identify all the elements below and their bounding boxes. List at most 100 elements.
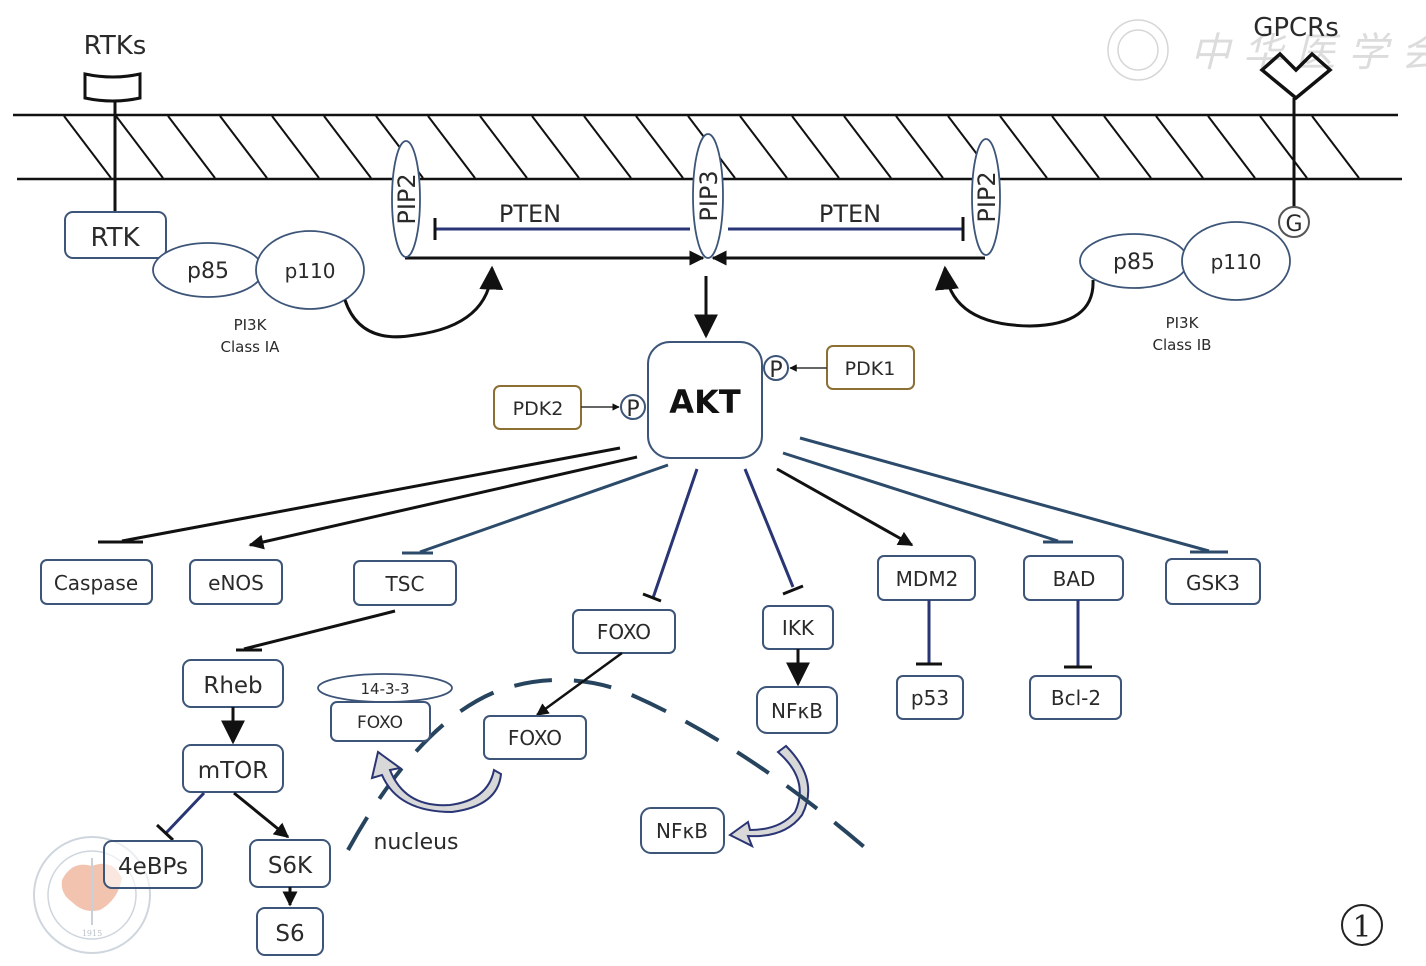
p110-ia [255, 230, 365, 310]
nucleus-boundary [346, 678, 872, 854]
membrane-hatch-line [791, 115, 840, 179]
gpcrs-label: GPCRs [1253, 13, 1339, 43]
membrane-hatch-line [1051, 115, 1100, 179]
phospho-site-pdk1: P [763, 355, 789, 383]
node-caspase: Caspase [40, 559, 153, 605]
node-4ebps: 4eBPs [103, 840, 203, 889]
pi3k-class-ia: RTK p85 p110 PI3K Class IA [64, 211, 504, 356]
edge-tsc-rheb [243, 609, 396, 651]
membrane-hatch-line [167, 115, 216, 179]
pi3k-ib-caption-2: Class IB [1153, 336, 1212, 354]
node-p53: p53 [896, 675, 964, 720]
node-rheb: Rheb [182, 659, 284, 708]
membrane-hatch-line [219, 115, 268, 179]
node-mdm2: MDM2 [877, 555, 976, 601]
node-tsc: TSC [353, 560, 457, 606]
edge-akt-tsc [419, 463, 669, 554]
node-ikk: IKK [762, 605, 834, 650]
membrane-hatch-line [583, 115, 632, 179]
g-protein-label: G [1285, 212, 1302, 237]
gpcr-receptor: GPCRs G [1253, 13, 1339, 238]
membrane-hatch-line [1155, 115, 1204, 179]
pdk2-label: PDK2 [513, 398, 564, 420]
seal-year: 1915 [82, 929, 102, 938]
g-protein [1278, 206, 1310, 238]
phospho-label-2: P [626, 397, 639, 422]
edge-akt-foxo [651, 468, 699, 599]
pip2-right: PIP2 [971, 138, 1001, 256]
membrane-hatch-line [1259, 115, 1308, 179]
pi3k-ia-activation-arrow [343, 265, 504, 339]
membrane-hatching [63, 115, 1360, 179]
node-bad: BAD [1023, 555, 1124, 601]
watermark-text: 中 华 医 学 会 [1190, 30, 1426, 76]
enos-label: eNOS [208, 571, 264, 595]
membrane-hatch-line [63, 115, 112, 179]
nfkb-translocation-arrow [728, 744, 810, 849]
nfkb-nuc-label: NFκB [656, 819, 708, 843]
membrane-hatch-line [427, 115, 476, 179]
ikk-label: IKK [782, 616, 815, 640]
rtk-label: RTK [90, 223, 140, 253]
node-nfkb-nucleus: NFκB [640, 807, 725, 854]
pi3k-ib-caption-1: PI3K [1166, 314, 1200, 332]
pi3k-ia-caption-1: PI3K [234, 316, 268, 334]
p53-label: p53 [911, 686, 949, 710]
node-foxo: FOXO [572, 609, 676, 654]
s6k-label: S6K [268, 853, 313, 879]
membrane-hatch-line [739, 115, 788, 179]
p85-ib-label: p85 [1113, 250, 1155, 275]
phospho-label-1: P [769, 358, 782, 383]
edge-akt-bad [782, 451, 1059, 543]
node-foxo-bound: FOXO [330, 701, 431, 742]
pip3: PIP3 [692, 133, 724, 259]
membrane-hatch-line [531, 115, 580, 179]
nucleus-label: nucleus [373, 830, 458, 855]
pdk2-node: PDK2 [493, 385, 582, 430]
figure-number: 1 [1341, 904, 1383, 946]
pdk1-label: PDK1 [845, 358, 896, 380]
tsc-label: TSC [385, 572, 425, 596]
akt-label: AKT [669, 383, 741, 421]
node-14-3-3: 14-3-3 [317, 673, 453, 703]
p85-ia-label: p85 [187, 259, 229, 284]
s6-label: S6 [275, 921, 304, 947]
membrane-hatch-line [1311, 115, 1360, 179]
pip2-left: PIP2 [391, 140, 421, 258]
pten-label-left: PTEN [499, 200, 561, 228]
bcl2-label: Bcl-2 [1051, 686, 1101, 710]
akt-node: AKT [647, 341, 763, 459]
foxo-export-arrow [370, 750, 503, 814]
p110-ia-label: p110 [285, 259, 336, 283]
pi3k-ia-caption-2: Class IA [221, 338, 281, 356]
pten-label-right: PTEN [819, 200, 881, 228]
rtks-label: RTKs [84, 31, 147, 61]
p110-ib [1181, 221, 1291, 301]
membrane-hatch-line [323, 115, 372, 179]
node-bcl2: Bcl-2 [1029, 675, 1122, 720]
membrane-hatch-line [1103, 115, 1152, 179]
pi3k-ib-activation-arrow [934, 265, 1095, 328]
edge-akt-caspase [121, 446, 621, 543]
phospho-site-pdk2: P [620, 394, 646, 422]
bad-label: BAD [1053, 567, 1096, 591]
rtk-receptor: RTKs [83, 31, 147, 212]
mtor-label: mTOR [198, 758, 269, 784]
node-s6: S6 [256, 907, 324, 956]
pip2-right-label: PIP2 [973, 171, 1001, 222]
node-s6k: S6K [249, 839, 331, 888]
foxo-bound-label: FOXO [357, 713, 403, 733]
edge-akt-mdm2 [776, 467, 914, 547]
membrane-hatch-line [999, 115, 1048, 179]
membrane-hatch-line [1207, 115, 1256, 179]
edge-akt-enos [248, 455, 638, 550]
p110-ib-label: p110 [1211, 250, 1262, 274]
pi3k-class-ib: p85 p110 PI3K Class IB [934, 221, 1291, 354]
membrane-hatch-line [843, 115, 892, 179]
foxo-label: FOXO [597, 620, 651, 644]
node-enos: eNOS [189, 559, 283, 605]
edge-mtor-4ebps [164, 791, 206, 835]
pdk1-node: PDK1 [826, 345, 915, 390]
foxo-nuc-label: FOXO [508, 726, 562, 750]
